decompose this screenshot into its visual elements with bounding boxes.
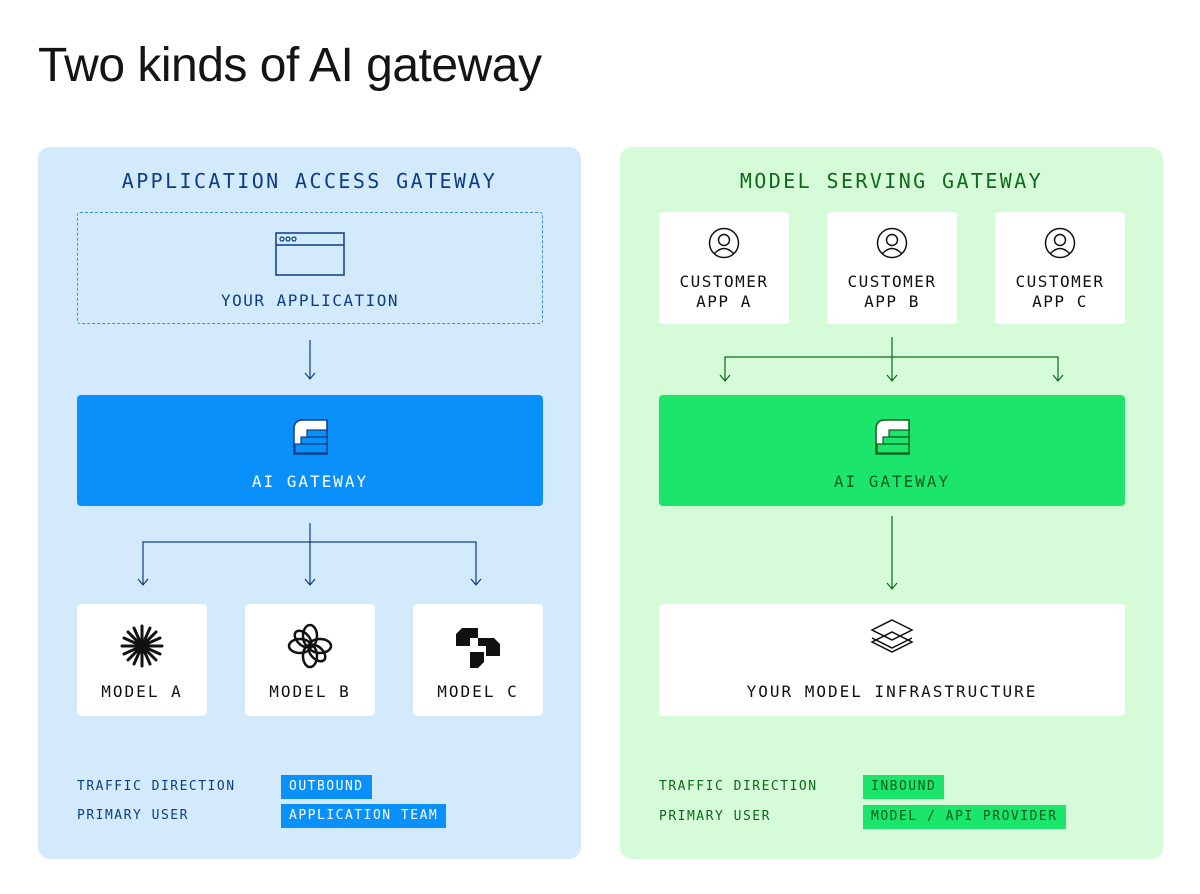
model-card-c: MODEL C	[413, 604, 543, 716]
status-badge: APPLICATION TEAM	[281, 804, 447, 828]
model-card-b: MODEL B	[245, 604, 375, 716]
user-icon	[1044, 227, 1076, 259]
customer-label-line2: APP C	[1032, 292, 1088, 311]
ai-gateway-box: AI GATEWAY	[77, 395, 543, 506]
layers-icon	[870, 619, 914, 653]
model-card-a: MODEL A	[77, 604, 207, 716]
blocks-icon	[456, 628, 500, 668]
gateway-logo-icon	[293, 419, 328, 455]
customer-app-card-c: CUSTOMER APP C	[995, 212, 1125, 324]
status-badge: INBOUND	[863, 775, 945, 799]
customer-app-card-b: CUSTOMER APP B	[827, 212, 957, 324]
page-title: Two kinds of AI gateway	[38, 39, 542, 92]
status-badge: MODEL / API PROVIDER	[863, 805, 1066, 829]
panel-title: APPLICATION ACCESS GATEWAY	[121, 169, 498, 193]
meta-key: TRAFFIC DIRECTION	[77, 779, 236, 794]
meta-key: PRIMARY USER	[659, 809, 771, 824]
your-application-box: YOUR APPLICATION	[77, 212, 543, 324]
customer-label-line1: CUSTOMER	[1015, 272, 1105, 291]
your-application-label: YOUR APPLICATION	[220, 291, 400, 310]
ai-gateway-box: AI GATEWAY	[659, 395, 1125, 506]
customer-label-line2: APP B	[864, 292, 920, 311]
ai-gateway-label: AI GATEWAY	[833, 472, 951, 491]
customer-app-label: CUSTOMER APP A	[659, 272, 789, 312]
infra-label: YOUR MODEL INFRASTRUCTURE	[746, 682, 1038, 701]
model-label: MODEL A	[101, 682, 183, 701]
meta-key: PRIMARY USER	[77, 808, 189, 823]
customer-label-line1: CUSTOMER	[847, 272, 937, 291]
model-serving-gateway-panel: MODEL SERVING GATEWAY CUSTOMER APP A CUS…	[620, 147, 1163, 859]
customer-label-line2: APP A	[696, 292, 752, 311]
browser-window-icon	[275, 232, 345, 276]
application-access-gateway-panel: APPLICATION ACCESS GATEWAY YOUR APPLICAT…	[38, 147, 581, 859]
starburst-icon	[120, 624, 164, 668]
gateway-logo-icon	[875, 419, 910, 455]
customer-app-card-a: CUSTOMER APP A	[659, 212, 789, 324]
customer-label-line1: CUSTOMER	[679, 272, 769, 291]
customer-app-label: CUSTOMER APP B	[827, 272, 957, 312]
status-badge: OUTBOUND	[281, 775, 372, 799]
panel-title: MODEL SERVING GATEWAY	[739, 169, 1044, 193]
model-label: MODEL C	[437, 682, 519, 701]
customer-app-label: CUSTOMER APP C	[995, 272, 1125, 312]
user-icon	[876, 227, 908, 259]
ai-gateway-label: AI GATEWAY	[251, 472, 369, 491]
knot-icon	[287, 623, 333, 669]
model-infrastructure-card: YOUR MODEL INFRASTRUCTURE	[659, 604, 1125, 716]
meta-key: TRAFFIC DIRECTION	[659, 779, 818, 794]
model-label: MODEL B	[269, 682, 351, 701]
user-icon	[708, 227, 740, 259]
